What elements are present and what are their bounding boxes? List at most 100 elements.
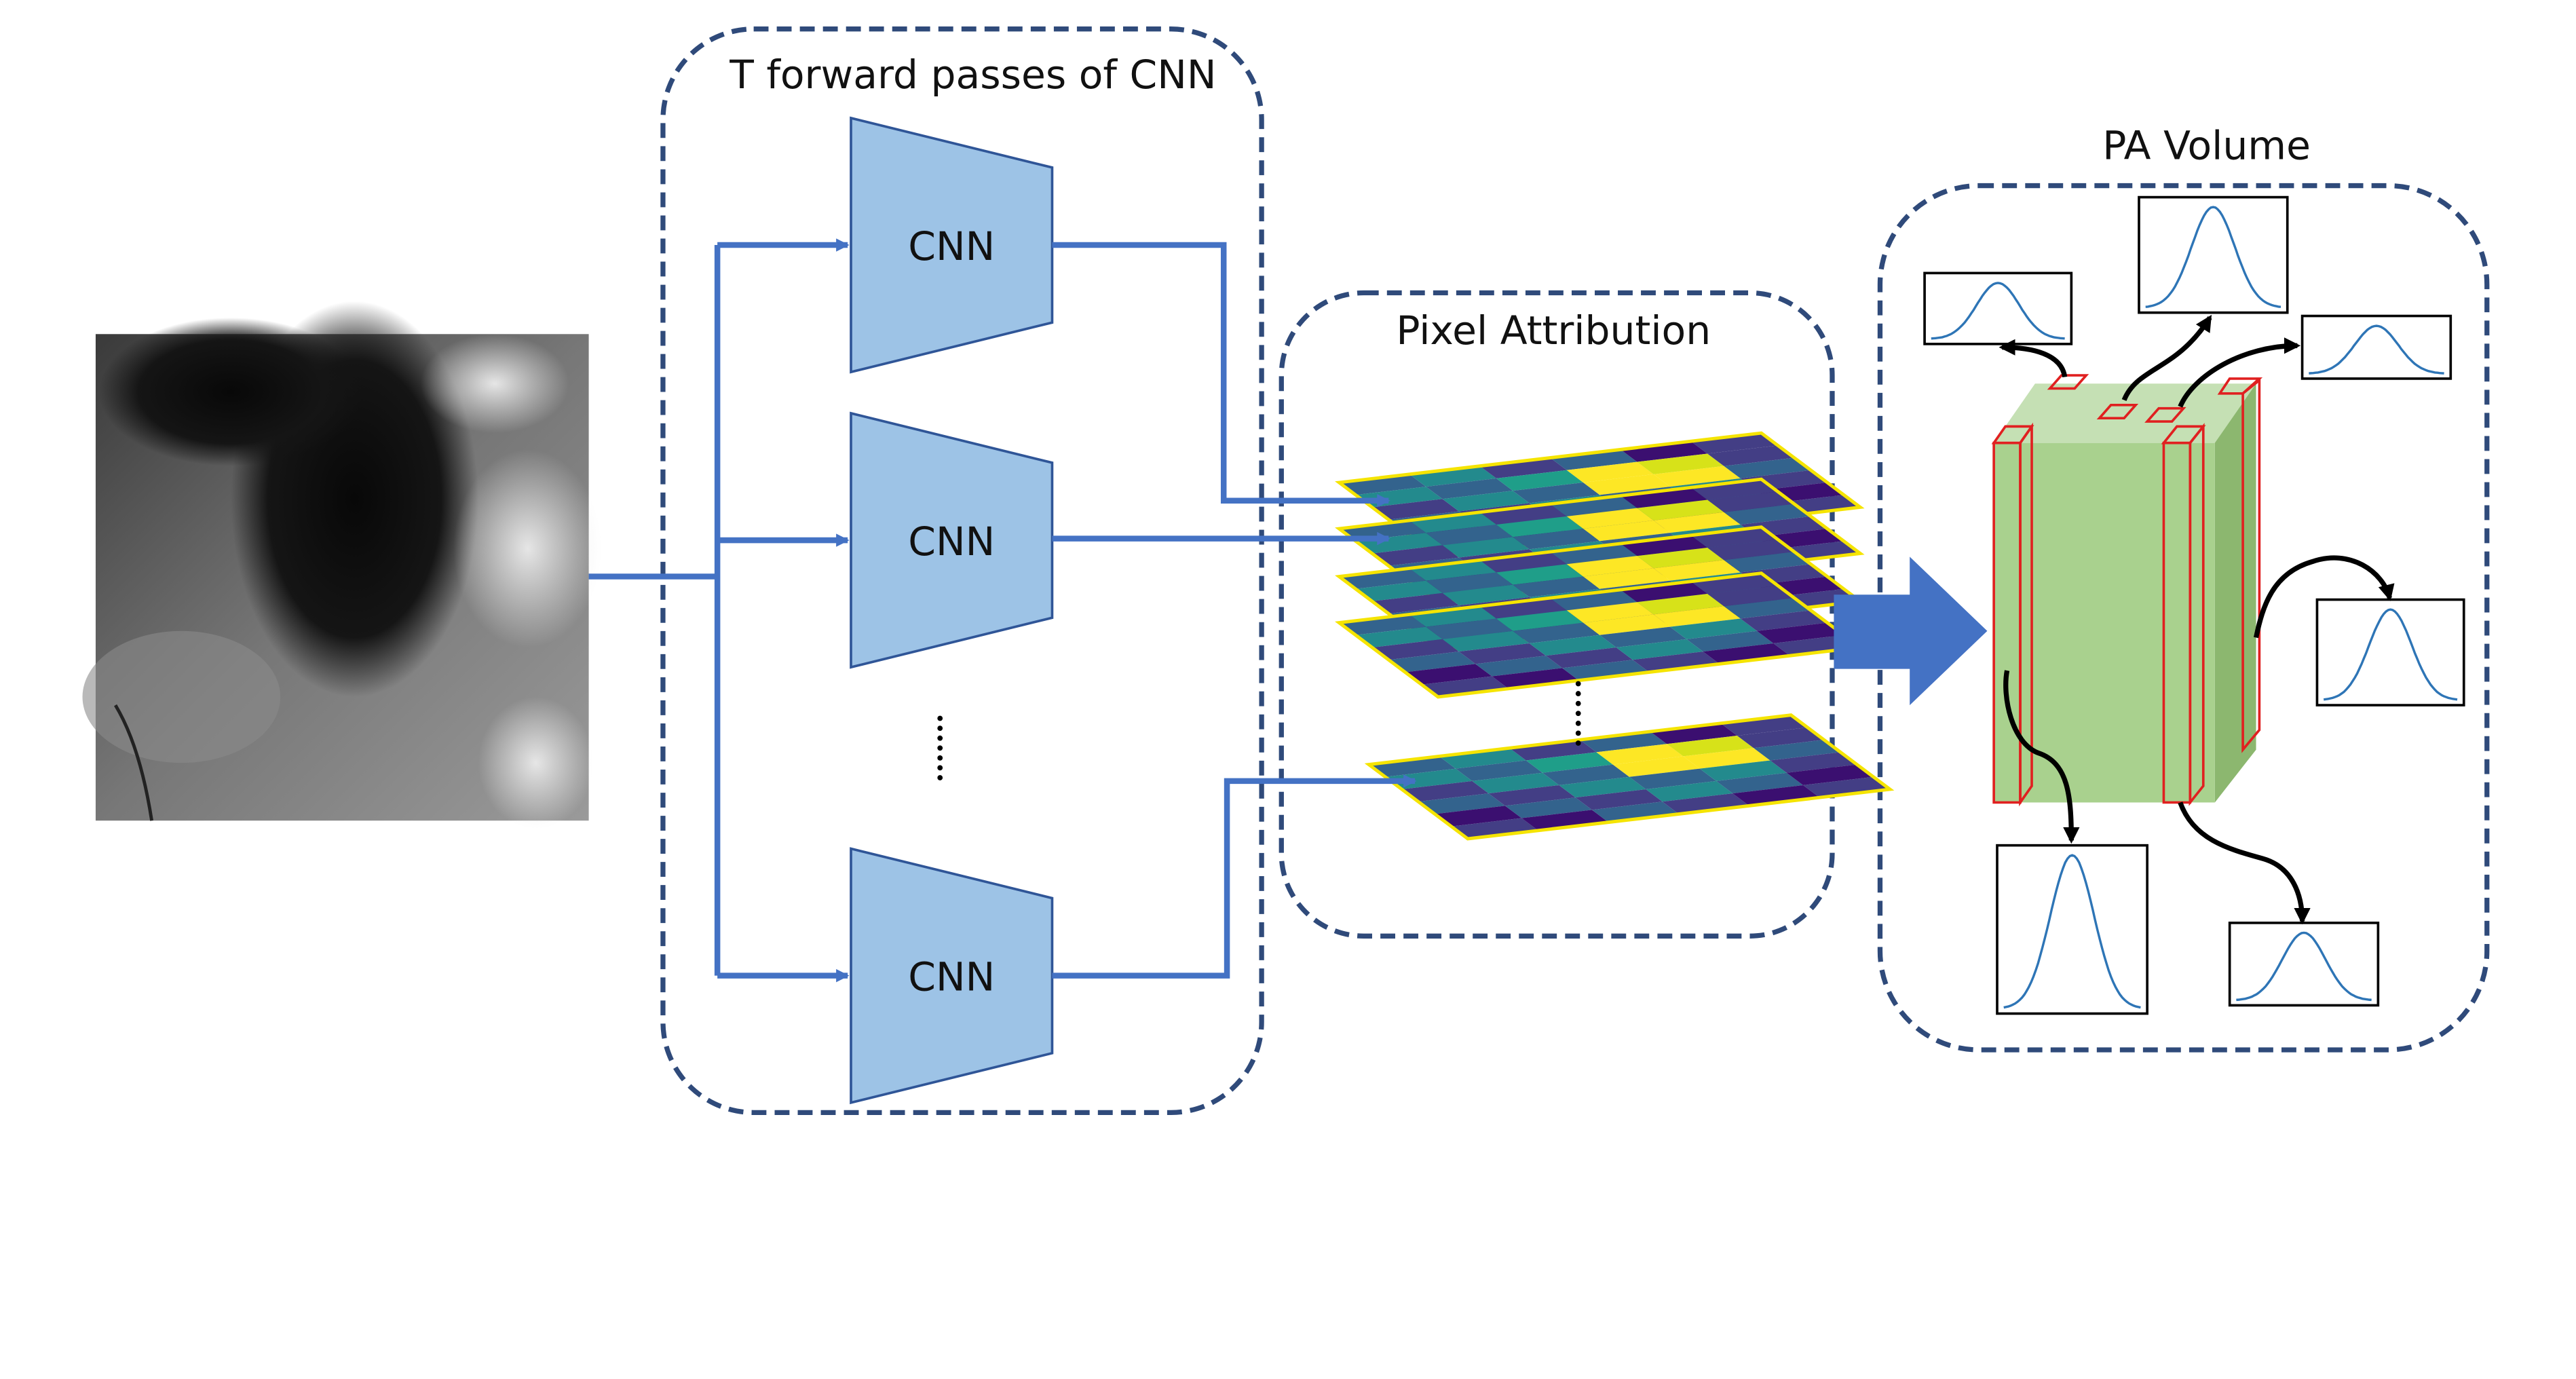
heatmap-cell: [1621, 581, 1708, 603]
heatmap-cell: [1720, 715, 1808, 736]
heatmap-cell: [1690, 433, 1778, 454]
heatmap-cell: [1526, 752, 1613, 773]
pa-volume-panel: PA Volume: [1877, 123, 2490, 1053]
heatmap-cell: [1513, 529, 1600, 550]
heatmap-cell: [1418, 793, 1505, 814]
pixel-columns: [1991, 374, 2263, 807]
heatmap-cell: [1653, 512, 1741, 533]
heatmap-cell: [1479, 457, 1567, 478]
heatmap-cell: [1496, 610, 1584, 631]
heatmap-cell: [1754, 740, 1841, 761]
heatmap-cell: [1542, 764, 1630, 785]
heatmap-cell: [1550, 495, 1637, 516]
heatmap-border: [1364, 713, 1895, 841]
aggregation-arrow: [1834, 556, 1988, 706]
heatmap-cell: [1513, 622, 1600, 643]
pa-volume-cube: [1994, 383, 2256, 803]
heatmap-cell: [1683, 748, 1770, 769]
heatmap-cell: [1690, 573, 1778, 594]
heatmap-cell: [1637, 594, 1724, 615]
heatmap-cell: [1650, 723, 1737, 744]
heatmap-cell: [1409, 560, 1497, 581]
heatmap-cell: [1479, 504, 1567, 525]
heatmap-cell: [1583, 474, 1671, 495]
heatmap-cell: [1580, 731, 1667, 753]
heatmap-cell: [1442, 584, 1530, 606]
heatmap-cell: [1690, 527, 1778, 548]
gaussian-curve-icon: [2138, 195, 2289, 314]
distribution-boxes: [1923, 195, 2465, 1015]
heatmap-cell: [1451, 818, 1538, 839]
heatmap-cell: [1707, 539, 1795, 561]
heatmap-cell: [1686, 630, 1774, 652]
heatmap-cell: [1583, 520, 1671, 542]
heatmap-cell: [1371, 499, 1459, 520]
heatmap-cell: [1662, 793, 1749, 814]
gaussian-curve-icon: [2315, 598, 2465, 706]
heatmap-cell: [1409, 466, 1497, 487]
heatmap-cell: [1566, 508, 1654, 529]
heatmap-cell: [1621, 535, 1708, 556]
heatmap-cell: [1355, 626, 1443, 648]
heatmap-cell: [1667, 736, 1754, 757]
heatmap-cell: [1786, 764, 1874, 785]
heatmap-cell: [1458, 643, 1546, 664]
distribution-arrows: [1999, 314, 2395, 925]
heatmap-cell: [1616, 639, 1703, 660]
heatmap-cell: [1707, 491, 1795, 512]
heatmap-cell: [1426, 478, 1513, 499]
heatmap-cell: [1562, 660, 1650, 681]
heatmap-cell: [1559, 776, 1646, 798]
heatmap-cell: [1496, 470, 1584, 491]
heatmap-cell: [1724, 598, 1811, 619]
heatmap-cell: [1724, 552, 1811, 573]
heatmap-cell: [1529, 635, 1616, 656]
heatmap-cell: [1629, 768, 1717, 790]
heatmap-cell: [1442, 537, 1530, 558]
heatmap-cell: [1479, 598, 1567, 619]
gaussian-curve-icon: [2228, 922, 2380, 1007]
heatmap-cell: [1699, 760, 1787, 781]
heatmap-cell: [1803, 776, 1891, 798]
heatmap-cell: [1566, 602, 1654, 623]
heatmap-cell: [1369, 756, 1456, 777]
heatmap-cell: [1637, 499, 1724, 521]
heatmap-cell: [1496, 516, 1584, 537]
heatmap-cell: [1653, 560, 1741, 581]
heatmap-cell: [1371, 639, 1459, 660]
heatmap-cell: [1653, 606, 1741, 627]
heatmap-cell: [1583, 568, 1671, 589]
vertical-dots-icon: [937, 715, 943, 780]
heatmap-cell: [1435, 806, 1522, 827]
heatmap-cell: [1550, 543, 1637, 565]
heatmap-cell: [1421, 676, 1509, 697]
heatmap-cell: [1388, 651, 1476, 673]
heatmap-cell: [1401, 780, 1489, 802]
heatmap-cell: [1707, 445, 1795, 466]
heatmap-cell: [1566, 556, 1654, 577]
heatmap-cell: [1550, 449, 1637, 470]
heatmap-cell: [1504, 797, 1592, 818]
heatmap-layer: [1335, 571, 1865, 699]
heatmap-cell: [1405, 664, 1492, 685]
heatmap-cell: [1439, 748, 1526, 769]
heatmap-cell: [1632, 651, 1720, 673]
forward-passes-title: T forward passes of CNN: [729, 52, 1216, 98]
heatmap-cell: [1550, 589, 1637, 611]
heatmap-cell: [1545, 647, 1633, 668]
heatmap-cell: [1770, 752, 1857, 773]
heatmap-cell: [1646, 780, 1733, 802]
heatmap-cell: [1566, 461, 1654, 483]
output-connectors: [1052, 242, 1417, 979]
heatmap-cell: [1509, 740, 1597, 761]
heatmap-cell: [1737, 727, 1824, 749]
vertical-dots-icon: [1575, 681, 1581, 746]
gaussian-curve-icon: [1996, 844, 2148, 1015]
heatmap-cell: [1442, 491, 1530, 512]
heatmap-cell: [1596, 744, 1684, 765]
heatmap-cell: [1488, 785, 1576, 806]
cnn-label: CNN: [908, 954, 995, 1000]
heatmap-cell: [1355, 580, 1443, 601]
heatmap-cell: [1339, 474, 1426, 495]
